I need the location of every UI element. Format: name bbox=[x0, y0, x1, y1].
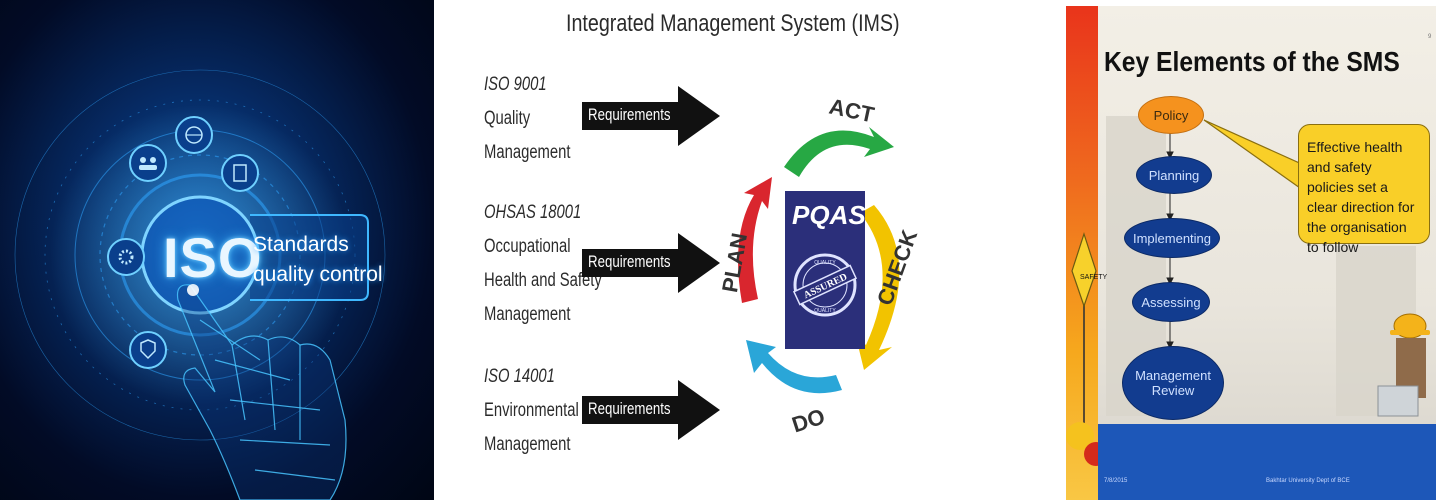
step-implementing: Implementing bbox=[1124, 218, 1220, 258]
requirements-arrow: Requirements bbox=[582, 233, 726, 293]
globe-icon bbox=[175, 116, 213, 154]
pqas-title: PQAS bbox=[792, 200, 866, 230]
sms-panel: Key Elements of the SMS 9 SAFETY Policy … bbox=[1066, 6, 1436, 500]
standard-iso14001: ISO 14001 Environmental Management bbox=[484, 360, 579, 462]
footer-date: 7/8/2015 bbox=[1104, 478, 1128, 484]
iso-caption-line1: Standards bbox=[253, 233, 349, 256]
requirements-label: Requirements bbox=[588, 105, 671, 124]
requirements-arrow: Requirements bbox=[582, 86, 726, 146]
check-arrow bbox=[856, 205, 900, 370]
standard-line: Health and Safety bbox=[484, 270, 602, 291]
ims-panel: Integrated Management System (IMS) ISO 9… bbox=[474, 0, 929, 488]
standard-code: OHSAS 18001 bbox=[484, 202, 582, 223]
gear-icon bbox=[107, 238, 145, 276]
requirements-label: Requirements bbox=[588, 399, 671, 418]
requirements-arrow: Requirements bbox=[582, 380, 726, 440]
step-policy: Policy bbox=[1138, 96, 1204, 134]
shield-check-icon bbox=[129, 331, 167, 369]
requirements-label: Requirements bbox=[588, 252, 671, 271]
footer-org: Bakhtar University Dept of BCE bbox=[1266, 478, 1350, 484]
stamp-top: QUALITY bbox=[814, 260, 836, 266]
policy-callout: Effective health and safety policies set… bbox=[1298, 124, 1430, 255]
iso-circuit-graphic bbox=[14, 69, 386, 500]
safety-sign-icon bbox=[1071, 232, 1097, 308]
wireframe-hand bbox=[176, 284, 347, 500]
safety-sign-label: SAFETY bbox=[1080, 274, 1108, 281]
step-management-review: Management Review bbox=[1122, 346, 1224, 420]
iso-caption-line2: quality control bbox=[253, 263, 383, 286]
clipboard-icon bbox=[221, 154, 259, 192]
sms-footer bbox=[1098, 424, 1436, 500]
standard-line: Quality bbox=[484, 108, 531, 129]
standard-ohsas18001: OHSAS 18001 Occupational Health and Safe… bbox=[484, 196, 602, 332]
stamp-bottom: QUALITY bbox=[814, 308, 836, 314]
standard-line: Management bbox=[484, 304, 571, 325]
standard-code: ISO 14001 bbox=[484, 366, 555, 387]
standard-line: Environmental bbox=[484, 400, 579, 421]
step-planning: Planning bbox=[1136, 156, 1212, 194]
page-number: 9 bbox=[1428, 34, 1432, 40]
iso-caption: Standards quality control bbox=[253, 230, 383, 290]
standard-line: Occupational bbox=[484, 236, 571, 257]
plan-arrow bbox=[738, 177, 772, 303]
step-assessing: Assessing bbox=[1132, 282, 1210, 322]
pdca-cycle bbox=[738, 127, 900, 394]
assured-stamp: ASSURED QUALITY QUALITY bbox=[792, 253, 858, 317]
standard-code: ISO 9001 bbox=[484, 74, 547, 95]
standard-line: Management bbox=[484, 434, 571, 455]
standard-iso9001: ISO 9001 Quality Management bbox=[484, 68, 571, 170]
users-icon bbox=[129, 144, 167, 182]
iso-badge: ISO bbox=[163, 226, 263, 289]
act-arrow bbox=[784, 127, 894, 177]
ims-title: Integrated Management System (IMS) bbox=[566, 10, 900, 37]
standard-line: Management bbox=[484, 142, 571, 163]
sms-title: Key Elements of the SMS bbox=[1104, 46, 1400, 77]
do-arrow bbox=[746, 340, 842, 394]
iso-panel: ISO Standards quality control bbox=[0, 0, 434, 500]
